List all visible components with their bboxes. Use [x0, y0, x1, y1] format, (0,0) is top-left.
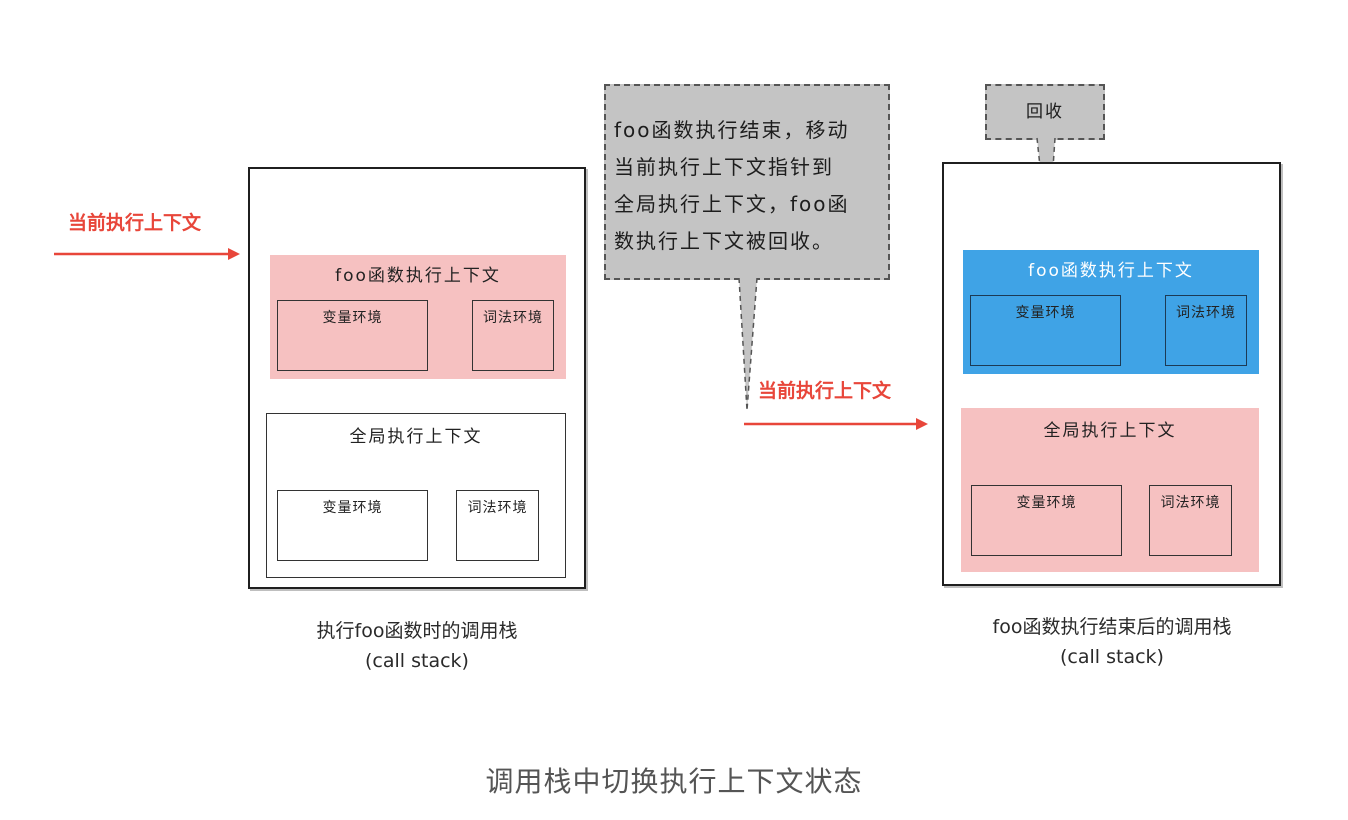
middle-pointer-arrow — [744, 418, 928, 430]
callout-tail — [738, 277, 758, 411]
left-foo-context: foo函数执行上下文 变量环境 词法环境 — [270, 255, 566, 379]
callout-line-2: 当前执行上下文指针到 — [614, 155, 834, 179]
right-stack-caption-subtitle: (call stack) — [1060, 646, 1164, 668]
left-global-lexical-env: 词法环境 — [456, 490, 539, 561]
left-global-variable-env-label: 变量环境 — [322, 500, 383, 516]
left-foo-lexical-env-label: 词法环境 — [483, 310, 543, 326]
figure-caption: 调用栈中切换执行上下文状态 — [485, 765, 863, 798]
left-global-context-title: 全局执行上下文 — [349, 427, 483, 447]
switch-explanation-callout: foo函数执行结束，移动 当前执行上下文指针到 全局执行上下文，foo函 数执行… — [604, 84, 890, 280]
left-call-stack: foo函数执行上下文 变量环境 词法环境 全局执行上下文 变量环境 词法环境 — [248, 167, 586, 589]
left-pointer-label: 当前执行上下文 — [68, 212, 202, 234]
right-stack-caption: foo函数执行结束后的调用栈 (call stack) — [920, 612, 1304, 672]
left-foo-variable-env-label: 变量环境 — [322, 310, 383, 326]
callout-line-3: 全局执行上下文，foo函 — [614, 192, 850, 216]
left-global-context: 全局执行上下文 变量环境 词法环境 — [266, 413, 566, 578]
right-foo-lexical-env-label: 词法环境 — [1176, 305, 1236, 321]
recycle-callout: 回收 — [985, 84, 1105, 140]
callout-line-4: 数执行上下文被回收。 — [614, 229, 834, 253]
right-foo-context: foo函数执行上下文 变量环境 词法环境 — [963, 250, 1259, 374]
right-global-context: 全局执行上下文 变量环境 词法环境 — [961, 408, 1259, 572]
right-stack-caption-title: foo函数执行结束后的调用栈 — [992, 616, 1232, 638]
right-foo-lexical-env: 词法环境 — [1165, 295, 1247, 366]
left-stack-caption-subtitle: (call stack) — [365, 650, 469, 672]
right-global-lexical-env-label: 词法环境 — [1160, 495, 1221, 511]
left-foo-variable-env: 变量环境 — [277, 300, 428, 371]
recycle-callout-label: 回收 — [1026, 102, 1064, 122]
right-call-stack: foo函数执行上下文 变量环境 词法环境 全局执行上下文 变量环境 词法环境 — [942, 162, 1281, 586]
right-foo-variable-env-label: 变量环境 — [1015, 305, 1076, 321]
left-foo-lexical-env: 词法环境 — [472, 300, 554, 371]
left-global-variable-env: 变量环境 — [277, 490, 428, 561]
callout-line-1: foo函数执行结束，移动 — [614, 118, 850, 142]
left-stack-caption-title: 执行foo函数时的调用栈 — [316, 620, 518, 642]
left-pointer-arrow — [54, 248, 240, 260]
middle-pointer-label: 当前执行上下文 — [758, 380, 892, 402]
left-foo-context-title: foo函数执行上下文 — [335, 266, 501, 286]
right-global-lexical-env: 词法环境 — [1149, 485, 1232, 556]
right-foo-variable-env: 变量环境 — [970, 295, 1121, 366]
left-stack-caption: 执行foo函数时的调用栈 (call stack) — [248, 616, 586, 676]
right-foo-context-title: foo函数执行上下文 — [1028, 261, 1194, 281]
right-global-variable-env: 变量环境 — [971, 485, 1122, 556]
left-global-lexical-env-label: 词法环境 — [467, 500, 528, 516]
right-global-context-title: 全局执行上下文 — [1043, 421, 1177, 441]
right-global-variable-env-label: 变量环境 — [1016, 495, 1077, 511]
